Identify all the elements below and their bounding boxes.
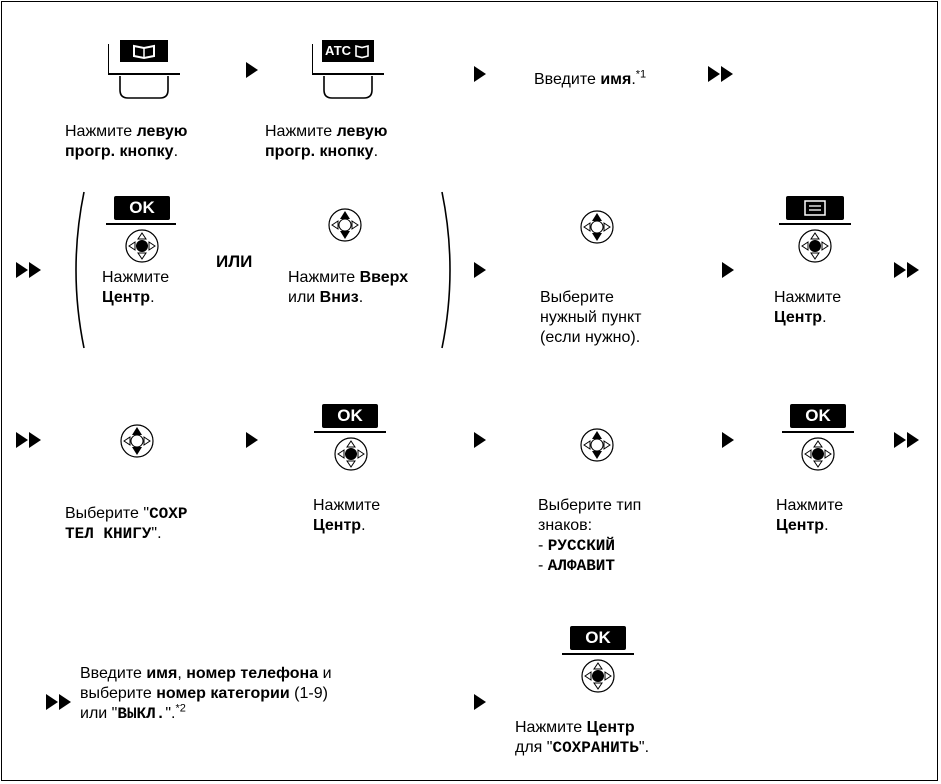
continue-double-arrow bbox=[16, 262, 46, 278]
menu-icon bbox=[804, 200, 826, 216]
key-underline bbox=[106, 223, 176, 225]
nav-key-updown-icon bbox=[120, 424, 154, 458]
press-updown-caption: Нажмите Вверх или Вниз. bbox=[288, 269, 409, 306]
flow-arrow bbox=[722, 262, 734, 278]
key-underline bbox=[314, 431, 386, 433]
nav-key-center-icon bbox=[801, 437, 835, 471]
continue-double-arrow bbox=[894, 262, 924, 278]
atc-label: АТС bbox=[325, 43, 352, 58]
ok-key-label: OK bbox=[322, 404, 378, 428]
key-underline bbox=[779, 223, 851, 225]
step1-caption: Нажмите левую прогр. кнопку. bbox=[65, 123, 188, 160]
step2-caption: Нажмите левую прогр. кнопку. bbox=[265, 123, 388, 160]
continue-double-arrow bbox=[894, 432, 924, 448]
flow-arrow bbox=[474, 66, 486, 82]
key-underline bbox=[562, 653, 634, 655]
continue-double-arrow bbox=[46, 694, 76, 710]
flow-arrow bbox=[474, 694, 486, 710]
continue-double-arrow bbox=[708, 66, 738, 82]
save-caption: Нажмите Центр для "СОХРАНИТЬ". bbox=[515, 719, 650, 757]
select-save-phonebook-caption: Выберите "СОХР ТЕЛ КНИГУ". bbox=[65, 505, 188, 543]
ok-key-label: OK bbox=[790, 404, 846, 428]
or-label: ИЛИ bbox=[216, 252, 253, 271]
key-underline bbox=[782, 431, 854, 433]
nav-key-center-icon bbox=[125, 229, 159, 263]
ok-key-label: OK bbox=[114, 196, 170, 220]
ok-key-label: OK bbox=[570, 626, 626, 650]
left-soft-key-phonebook bbox=[108, 38, 180, 100]
left-soft-key-atc: АТС bbox=[312, 38, 384, 100]
continue-double-arrow bbox=[16, 432, 46, 448]
soft-key-phonebook-icon bbox=[108, 40, 180, 99]
nav-key-center-icon bbox=[581, 659, 615, 693]
menu-key bbox=[786, 196, 844, 220]
left-parenthesis bbox=[66, 190, 86, 350]
soft-key-atc-phonebook-icon bbox=[312, 40, 384, 99]
flow-arrow bbox=[246, 62, 258, 78]
final-enter-caption: Введите имя, номер телефона и выберите н… bbox=[80, 665, 332, 723]
char-type-caption: Выберите тип знаков: - РУССКИЙ - АЛФАВИТ bbox=[538, 497, 642, 575]
flow-arrow bbox=[474, 432, 486, 448]
right-parenthesis bbox=[440, 190, 460, 350]
flow-arrow bbox=[722, 432, 734, 448]
nav-key-center-icon bbox=[334, 437, 368, 471]
flow-arrow bbox=[474, 262, 486, 278]
enter-name-text: Введите имя.*1 bbox=[534, 68, 647, 88]
nav-key-updown-icon bbox=[580, 428, 614, 462]
select-item-caption: Выберите нужный пункт (если нужно). bbox=[540, 289, 642, 346]
nav-key-updown-icon bbox=[328, 208, 362, 242]
nav-key-updown-icon bbox=[580, 210, 614, 244]
flow-arrow bbox=[246, 432, 258, 448]
nav-key-center-icon bbox=[798, 229, 832, 263]
